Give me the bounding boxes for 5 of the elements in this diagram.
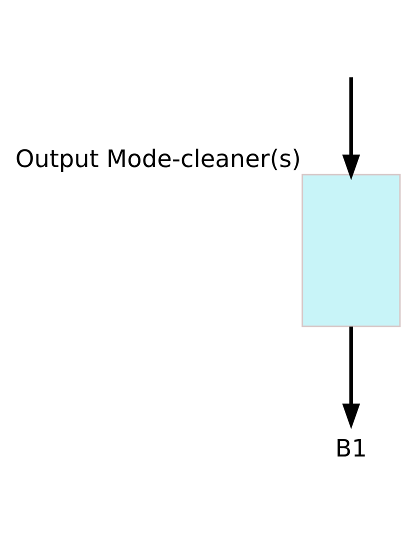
node-label: Output Mode-cleaner(s) [15, 144, 302, 173]
node-box [302, 174, 401, 328]
arrow [342, 326, 360, 430]
arrow [342, 77, 360, 180]
node-text: B1 [335, 434, 368, 463]
